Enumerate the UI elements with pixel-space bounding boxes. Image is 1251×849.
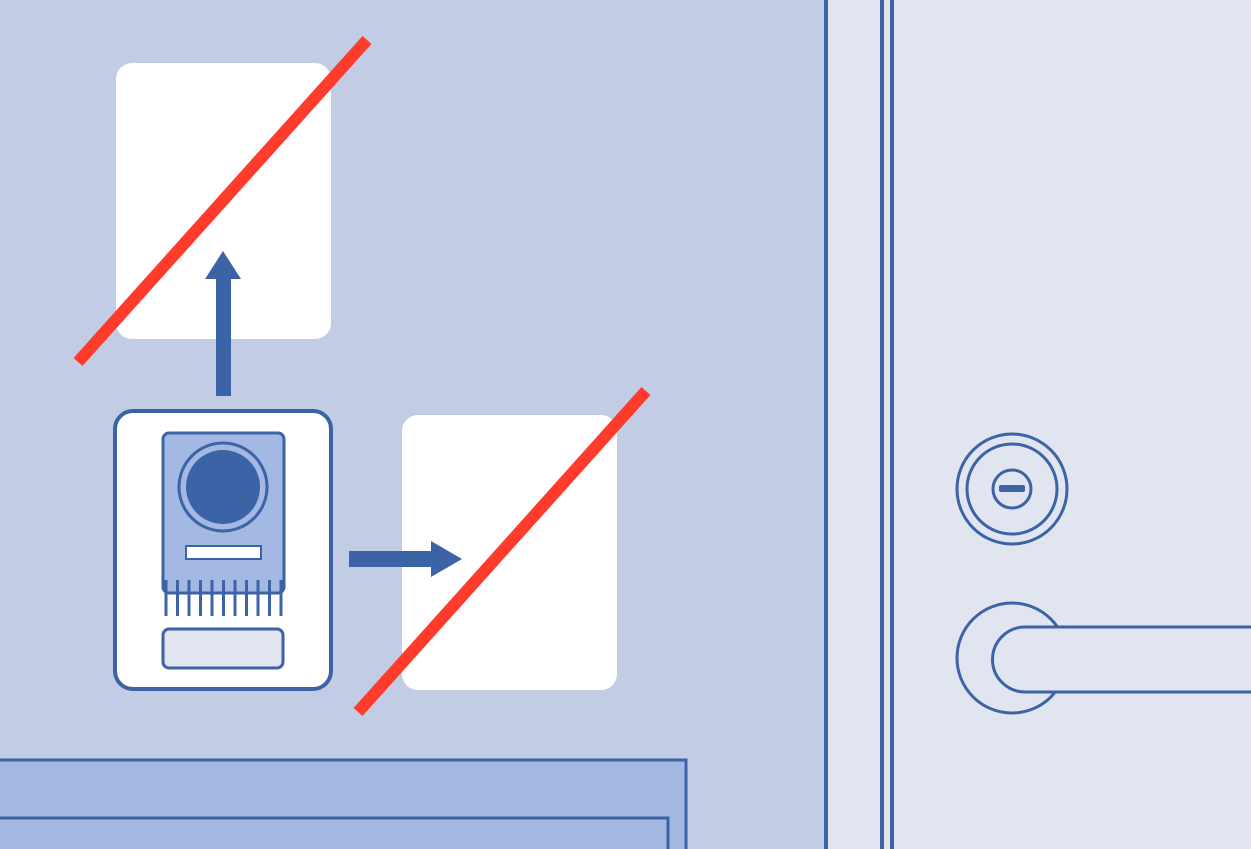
placement-area-up <box>73 35 372 367</box>
placement-area-right <box>353 386 651 717</box>
lever-handle-icon <box>955 601 1251 715</box>
door-intercom-icon <box>113 409 333 691</box>
arrow-up-icon <box>205 251 241 396</box>
camera-lens-icon <box>186 450 260 524</box>
keyhole-icon <box>955 432 1069 546</box>
prohibited-slash-icon <box>353 386 651 717</box>
door-frame <box>824 0 894 849</box>
name-plate <box>161 627 285 670</box>
prohibited-slash-icon <box>73 35 372 367</box>
arrow-right-icon <box>349 541 462 577</box>
door <box>826 0 1251 849</box>
speaker-grille <box>164 580 283 616</box>
counter <box>0 758 688 849</box>
